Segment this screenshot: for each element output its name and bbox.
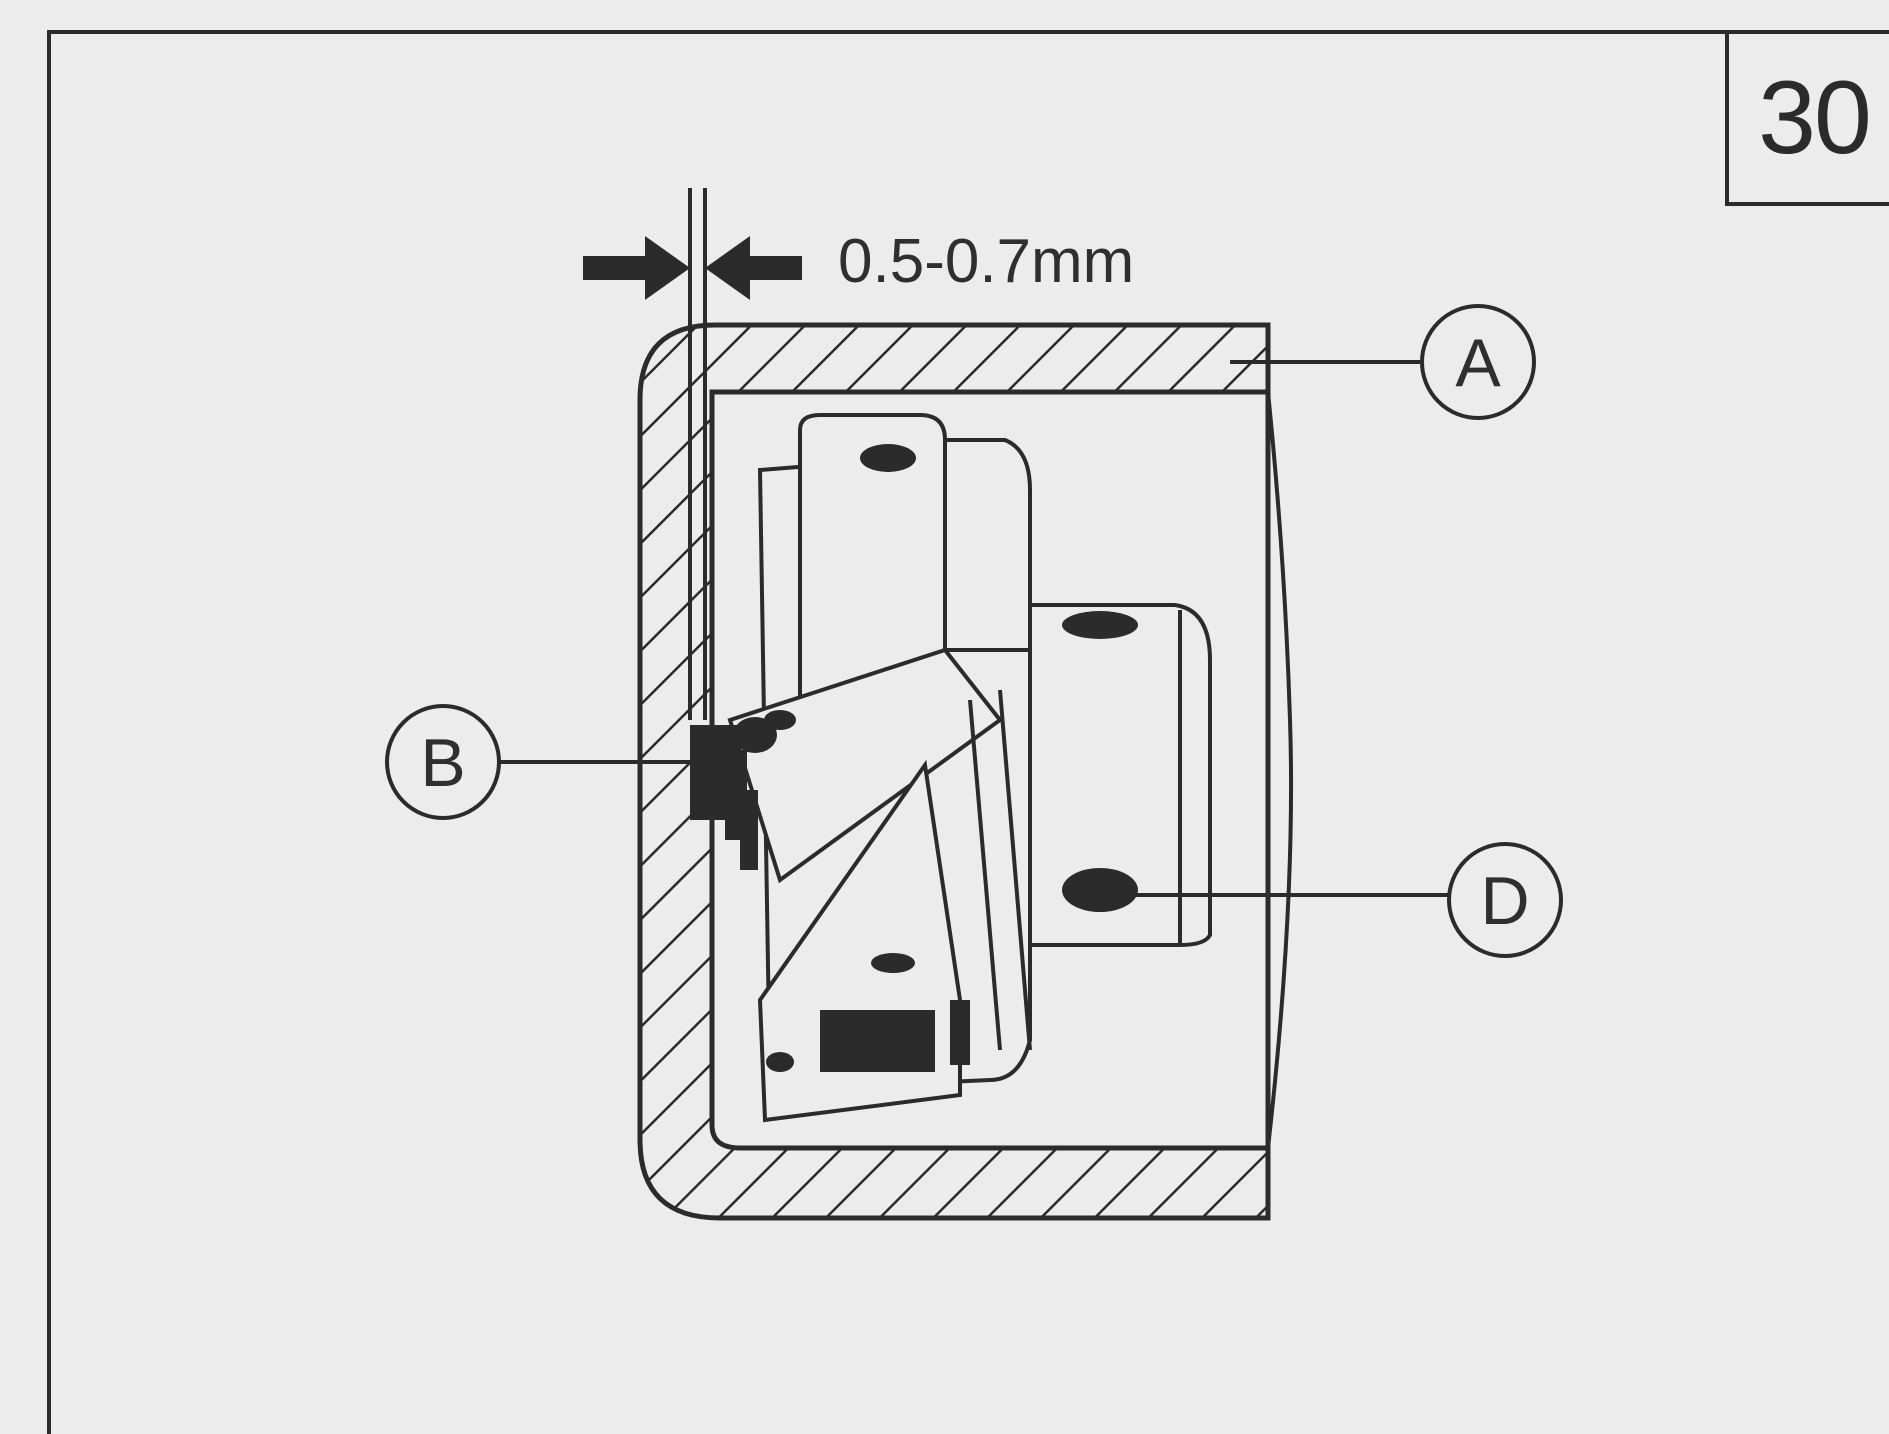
housing-part-a — [637, 322, 1294, 1221]
callout-a: A — [1230, 304, 1536, 420]
screw-holes — [860, 444, 1138, 973]
figure-frame — [47, 30, 1889, 1434]
callout-a-label: A — [1455, 325, 1501, 401]
page-number: 30 — [1725, 30, 1889, 206]
callout-b-label: B — [420, 725, 465, 801]
callout-b: B — [385, 704, 700, 820]
dimension-arrows — [583, 236, 802, 300]
hook-mechanism — [727, 413, 1212, 1123]
hook-base-detail — [766, 1000, 970, 1072]
callout-d: D — [1130, 842, 1563, 958]
point-b-detail — [690, 710, 796, 870]
callout-d-label: D — [1480, 863, 1529, 939]
gap-dimension-label: 0.5-0.7mm — [838, 227, 1134, 296]
gap-reference-lines — [688, 188, 707, 720]
hook-gap-diagram: 0.5-0.7mm — [385, 188, 1563, 1221]
